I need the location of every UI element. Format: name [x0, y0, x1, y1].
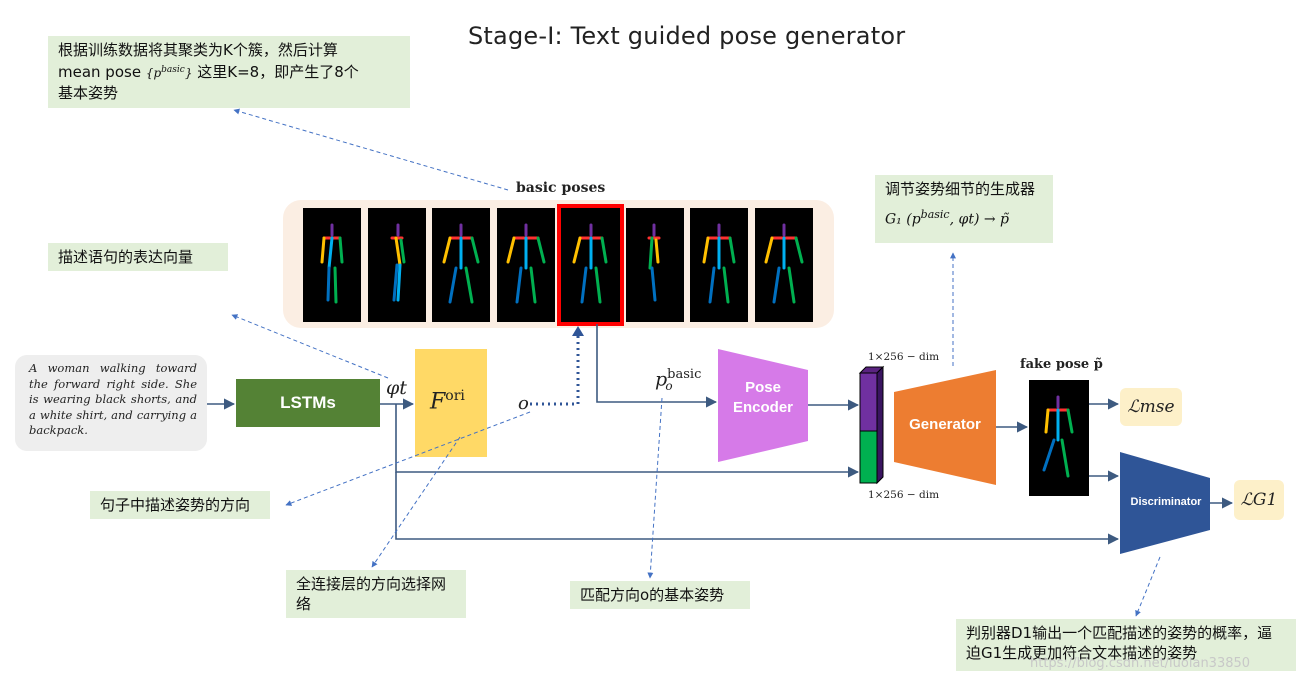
generator-label: Generator — [909, 416, 981, 433]
note-generator-formula: G₁ (pbasic, φt) → p̃ — [885, 208, 1009, 228]
note-kmeans: 根据训练数据将其聚类为K个簇，然后计算 mean pose {pbasic} 这… — [48, 36, 410, 108]
dim-bottom-label: 1×256 − dim — [868, 489, 940, 501]
note-kmeans-line3: 基本姿势 — [58, 84, 119, 102]
pose-figures — [320, 223, 804, 304]
flow-arrows — [207, 324, 1234, 545]
note-kmeans-line1: 根据训练数据将其聚类为K个簇，然后计算 — [58, 41, 338, 59]
note-generator: 调节姿势细节的生成器 G₁ (pbasic, φt) → p̃ — [875, 175, 1053, 243]
basic-poses-label: basic poses — [516, 180, 606, 196]
lstm-label: LSTMs — [280, 393, 336, 412]
dim-top-label: 1×256 − dim — [868, 351, 940, 363]
annotation-lines — [231, 108, 1161, 617]
fake-pose-label: fake pose p̃ — [1020, 357, 1103, 372]
note-sentence-vector: 描述语句的表达向量 — [48, 243, 228, 271]
note-matched-pose: 匹配方向o的基本姿势 — [570, 581, 750, 609]
note-kmeans-line2: mean pose {pbasic} 这里K=8，即产生了8个 — [58, 60, 400, 83]
note-direction: 句子中描述姿势的方向 — [90, 491, 270, 519]
fori-label: Fori — [430, 388, 465, 415]
note-kmeans-mean: mean pose — [58, 63, 142, 81]
phi-label: φt — [386, 377, 407, 399]
fori-block — [415, 349, 487, 457]
watermark: https://blog.csdn.net/luolan33850 — [1030, 656, 1251, 671]
loss-mse-box: ℒmse — [1120, 388, 1182, 426]
o-to-pose-arrow — [530, 334, 580, 406]
vector-top — [859, 372, 878, 432]
note-fc-layer: 全连接层的方向选择网络 — [286, 570, 466, 618]
note-discriminator: 判别器D1输出一个匹配描述的姿势的概率，逼迫G1生成更加符合文本描述的姿势 — [956, 619, 1296, 671]
pose-encoder-label: Pose Encoder — [732, 379, 793, 416]
note-kmeans-k: 这里K=8，即产生了8个 — [197, 63, 359, 81]
lstm-block — [236, 379, 380, 427]
discriminator-label: Discriminator — [1130, 496, 1202, 508]
generator-block — [894, 370, 996, 485]
o-label: o — [518, 393, 529, 414]
note-generator-desc: 调节姿势细节的生成器 — [885, 180, 1036, 198]
note-kmeans-formula: {pbasic} — [145, 65, 193, 80]
o-to-pose-arrowhead — [572, 326, 584, 336]
vector-bottom — [859, 430, 878, 484]
diagram-title: Stage-I: Text guided pose generator — [468, 22, 906, 50]
vector-side — [876, 365, 884, 485]
discriminator-block — [1120, 452, 1210, 554]
selected-pose-highlight — [557, 204, 624, 326]
input-text-bubble: A woman walking toward the forward right… — [15, 355, 207, 451]
pose-basic-label: pbasico — [655, 367, 702, 394]
pose-encoder-block — [718, 349, 808, 462]
loss-g1-box: ℒG1 — [1234, 480, 1284, 520]
fake-pose-figure — [1042, 395, 1074, 478]
